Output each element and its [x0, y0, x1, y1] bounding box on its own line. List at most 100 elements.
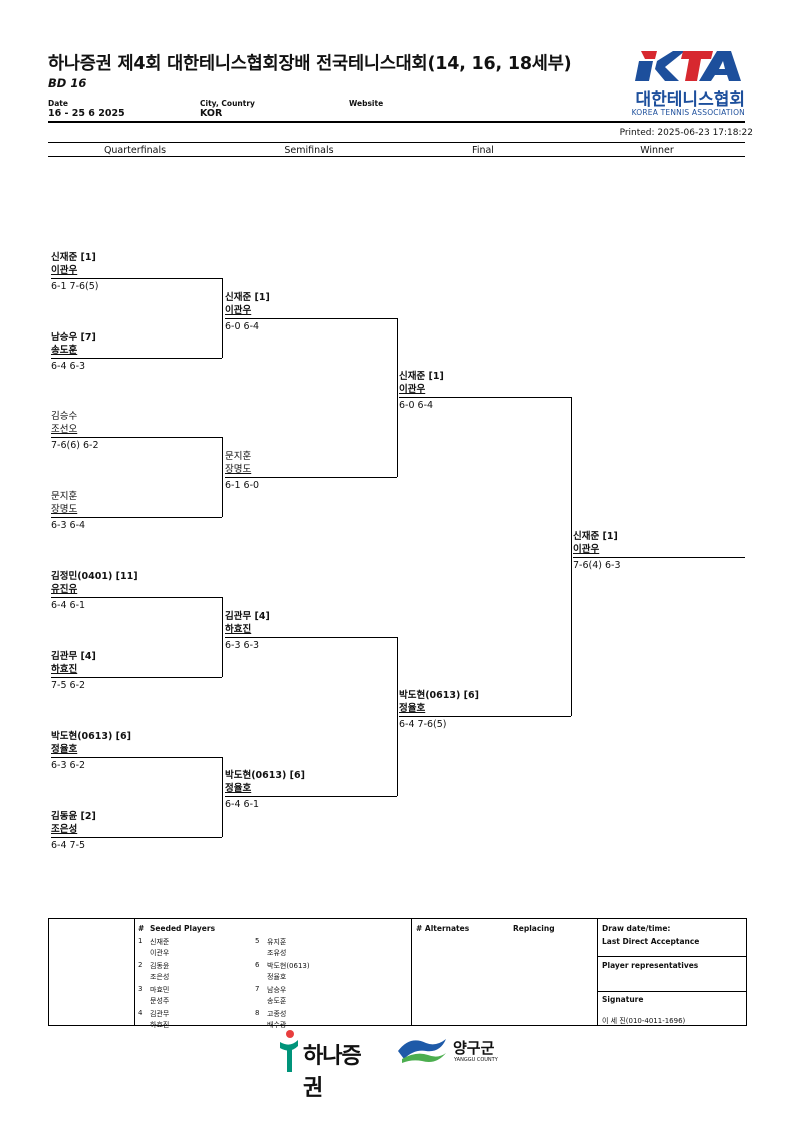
player-name: 김승수 — [51, 411, 78, 422]
match-score: 6-1 6-0 — [225, 480, 260, 491]
match-score: 6-4 6-1 — [225, 799, 260, 810]
seed-partner: 조유성 — [267, 949, 287, 957]
seed-player: 마효민 — [150, 986, 170, 994]
partner-name: 조은성 — [51, 824, 78, 835]
footer-box: # Seeded Players # Alternates Replacing … — [48, 918, 747, 1029]
player-name: 박도현(0613) [6] — [51, 731, 131, 742]
seed-partner: 하효진 — [150, 1021, 170, 1029]
bracket-line — [51, 517, 222, 518]
bracket-connector — [222, 597, 223, 677]
footer-divider — [597, 991, 746, 992]
bracket-line — [399, 397, 571, 398]
partner-name: 조선오 — [51, 424, 78, 435]
bracket-line — [51, 278, 222, 279]
partner-name: 하효진 — [51, 664, 78, 675]
bracket-line — [51, 437, 222, 438]
bracket-line — [51, 597, 222, 598]
seed-number: 7 — [255, 985, 260, 993]
player-name: 신재준 [1] — [399, 371, 444, 382]
player-name: 김관무 [4] — [51, 651, 96, 662]
match-score: 6-4 7-6(5) — [399, 719, 447, 730]
draw-date-label: Draw date/time: — [602, 924, 671, 933]
city-label: City, Country — [200, 99, 255, 108]
sponsor-hana: 하나증권 — [276, 1028, 376, 1101]
bracket-line — [51, 837, 222, 838]
match-score: 6-0 6-4 — [225, 321, 260, 332]
footer-divider — [411, 919, 412, 1025]
round-rule-bottom — [48, 156, 745, 157]
seed-partner: 이관우 — [150, 949, 170, 957]
player-name: 김정민(0401) [11] — [51, 571, 138, 582]
match-score: 7-5 6-2 — [51, 680, 86, 691]
partner-name: 하효진 — [225, 624, 252, 635]
seed-partner: 정율호 — [267, 973, 287, 981]
match-score: 6-0 6-4 — [399, 400, 434, 411]
round-rule-top — [48, 142, 745, 143]
kta-logo-subtext: KOREA TENNIS ASSOCIATION — [631, 108, 745, 117]
partner-name: 이관우 — [51, 265, 78, 276]
seed-player: 박도현(0613) — [267, 962, 310, 970]
partner-name: 송도훈 — [51, 345, 78, 356]
round-header-sf: Semifinals — [284, 145, 334, 156]
seed-number: 1 — [138, 937, 143, 945]
player-name: 박도현(0613) [6] — [399, 690, 479, 701]
header-rule — [48, 121, 745, 123]
seed-partner: 문성주 — [150, 997, 170, 1005]
bracket-line — [225, 796, 397, 797]
round-header-final: Final — [472, 145, 494, 156]
bracket-connector — [222, 757, 223, 837]
seed-number: 3 — [138, 985, 143, 993]
partner-name: 정율호 — [225, 783, 252, 794]
player-reps-label: Player representatives — [602, 961, 699, 970]
match-score: 6-3 6-4 — [51, 520, 86, 531]
match-score: 6-4 7-5 — [51, 840, 86, 851]
round-header-qf: Quarterfinals — [103, 145, 167, 156]
draw-subtitle: BD 16 — [48, 76, 87, 90]
replacing-title: Replacing — [513, 924, 555, 933]
yanggu-text: 양구군 — [453, 1039, 495, 1057]
player-name: 문지훈 — [225, 451, 252, 462]
bracket-connector — [222, 437, 223, 517]
alternates-title: # Alternates — [416, 924, 470, 933]
bracket-line — [225, 477, 397, 478]
footer-divider — [134, 919, 135, 1025]
seed-player: 신재준 — [150, 938, 170, 946]
seed-player: 김동윤 — [150, 962, 170, 970]
seed-number: 4 — [138, 1009, 143, 1017]
partner-name: 정율호 — [399, 703, 426, 714]
match-score: 6-3 6-2 — [51, 760, 86, 771]
page-title: 하나증권 제4회 대한테니스협회장배 전국테니스대회(14, 16, 18세부) — [48, 54, 572, 74]
match-score: 6-4 6-3 — [51, 361, 86, 372]
match-score: 6-1 7-6(5) — [51, 281, 99, 292]
partner-name: 이관우 — [573, 544, 600, 555]
bracket-line — [225, 637, 397, 638]
partner-name: 장명도 — [51, 504, 78, 515]
bracket-connector — [571, 397, 572, 716]
match-score: 6-3 6-3 — [225, 640, 260, 651]
player-name: 김동윤 [2] — [51, 811, 96, 822]
player-name: 신재준 [1] — [51, 252, 96, 263]
partner-name: 장명도 — [225, 464, 252, 475]
bracket-line — [51, 757, 222, 758]
seed-partner: 송도훈 — [267, 997, 287, 1005]
seed-player: 고종성 — [267, 1010, 287, 1018]
player-name: 신재준 [1] — [225, 292, 270, 303]
bracket-connector — [397, 318, 398, 477]
player-name: 신재준 [1] — [573, 531, 618, 542]
round-header-winner: Winner — [640, 145, 674, 156]
city-value: KOR — [200, 108, 223, 119]
seed-player: 김관무 — [150, 1010, 170, 1018]
yanggu-logo-icon — [398, 1039, 446, 1063]
match-score: 7-6(4) 6-3 — [573, 560, 621, 571]
kta-logo-text: 대한테니스협회 — [635, 90, 745, 110]
bracket-connector — [222, 278, 223, 358]
seed-player: 남승우 — [267, 986, 287, 994]
bracket-line — [399, 716, 571, 717]
footer-divider — [597, 919, 598, 1025]
partner-name: 정율호 — [51, 744, 78, 755]
bracket-line — [225, 318, 397, 319]
footer-divider — [597, 956, 746, 957]
player-name: 김관무 [4] — [225, 611, 270, 622]
seeded-title: Seeded Players — [150, 924, 216, 933]
seeded-hash: # — [138, 924, 145, 933]
